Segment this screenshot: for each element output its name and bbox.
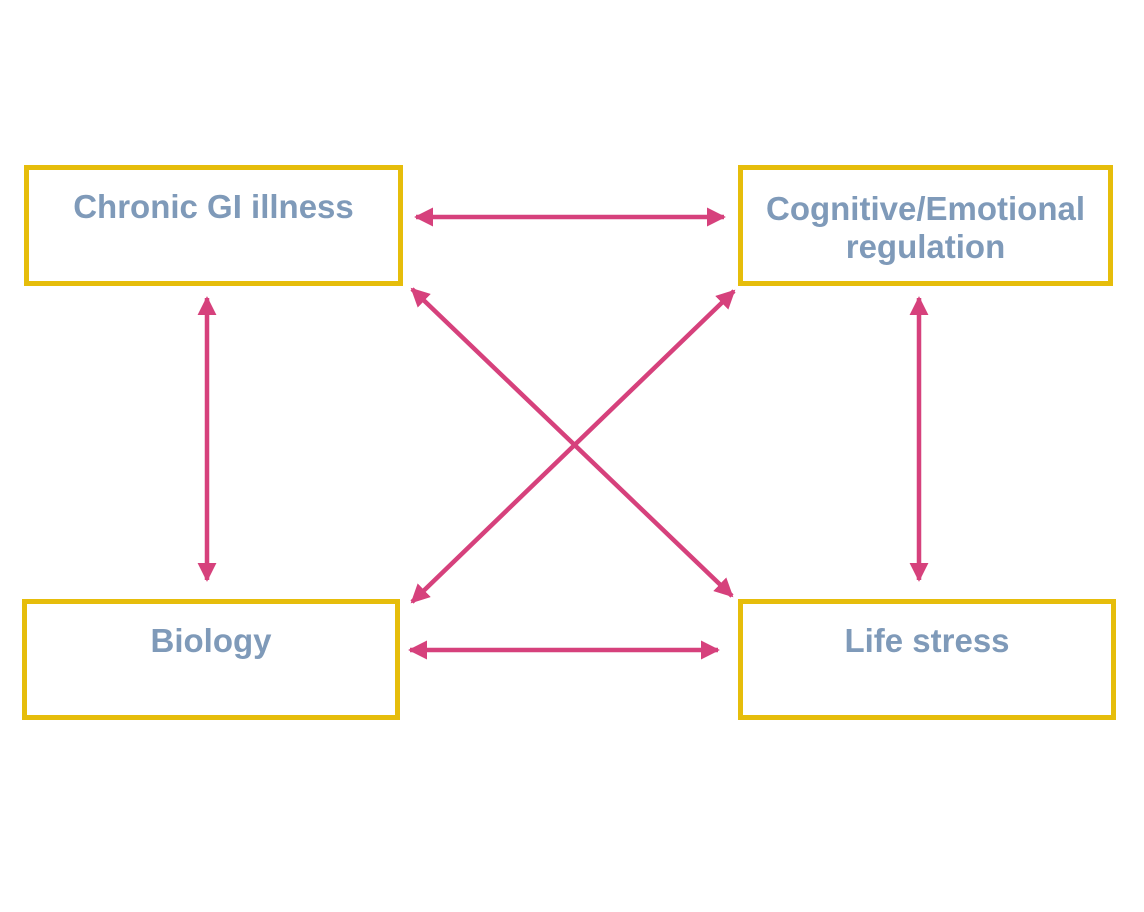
node-label-cognitive-emotional-regulation: Cognitive/Emotional regulation bbox=[765, 190, 1085, 265]
node-label-life-stress: Life stress bbox=[844, 622, 1010, 659]
node-biology: Biology bbox=[22, 599, 400, 720]
node-chronic-gi-illness: Chronic GI illness bbox=[24, 165, 403, 286]
node-cognitive-emotional-regulation: Cognitive/Emotional regulation bbox=[738, 165, 1113, 286]
node-label-biology: Biology bbox=[150, 622, 272, 659]
node-life-stress: Life stress bbox=[738, 599, 1116, 720]
arrow-cognitive-biology bbox=[410, 289, 736, 604]
node-label-chronic-gi-illness: Chronic GI illness bbox=[73, 188, 354, 225]
arrow-illness-stress bbox=[410, 287, 734, 598]
